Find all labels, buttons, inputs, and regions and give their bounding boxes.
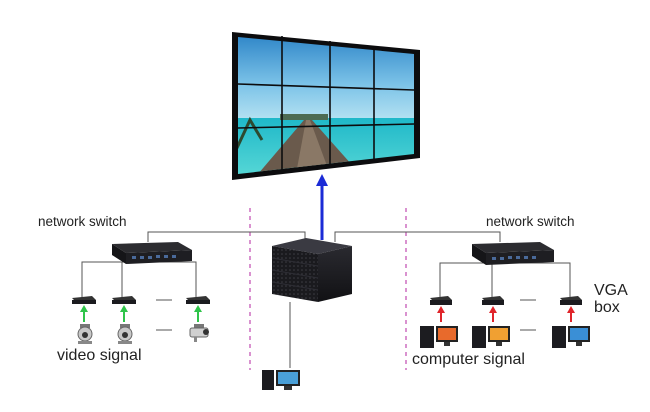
video-wall-processor-icon [271, 238, 352, 302]
left-network-switch-icon [112, 242, 192, 264]
left-switch-label: network switch [38, 214, 127, 229]
vga-box-label-line2: box [594, 299, 620, 316]
right-switch-label: network switch [486, 214, 575, 229]
desktop-computer-icon [552, 326, 590, 348]
video-signal-label: video signal [57, 347, 142, 364]
cctv-camera-icon [117, 324, 133, 344]
red-signal-arrows [437, 306, 575, 322]
video-wall-display-icon [232, 32, 420, 180]
encoder-box-icon [430, 296, 452, 305]
encoder-box-icon [560, 296, 582, 305]
ellipsis-dash [156, 299, 536, 331]
desktop-computer-icon [420, 326, 458, 348]
encoder-box-icon [482, 296, 504, 305]
left-encoder-boxes [72, 296, 210, 304]
cctv-camera-icon [77, 324, 93, 344]
right-network-switch-icon [472, 242, 554, 265]
control-computer-icon [262, 370, 300, 390]
encoder-box-icon [112, 296, 136, 304]
computer-signal-label: computer signal [412, 351, 525, 368]
encoder-box-icon [72, 296, 96, 304]
output-arrow [316, 174, 328, 240]
green-signal-arrows [80, 305, 202, 322]
desktop-computer-icon [472, 326, 510, 348]
cctv-camera-icon [189, 324, 209, 342]
section-divider [249, 208, 407, 370]
encoder-box-icon [186, 296, 210, 304]
vga-box-label-line1: VGA [594, 282, 628, 299]
right-vga-boxes [430, 296, 582, 305]
